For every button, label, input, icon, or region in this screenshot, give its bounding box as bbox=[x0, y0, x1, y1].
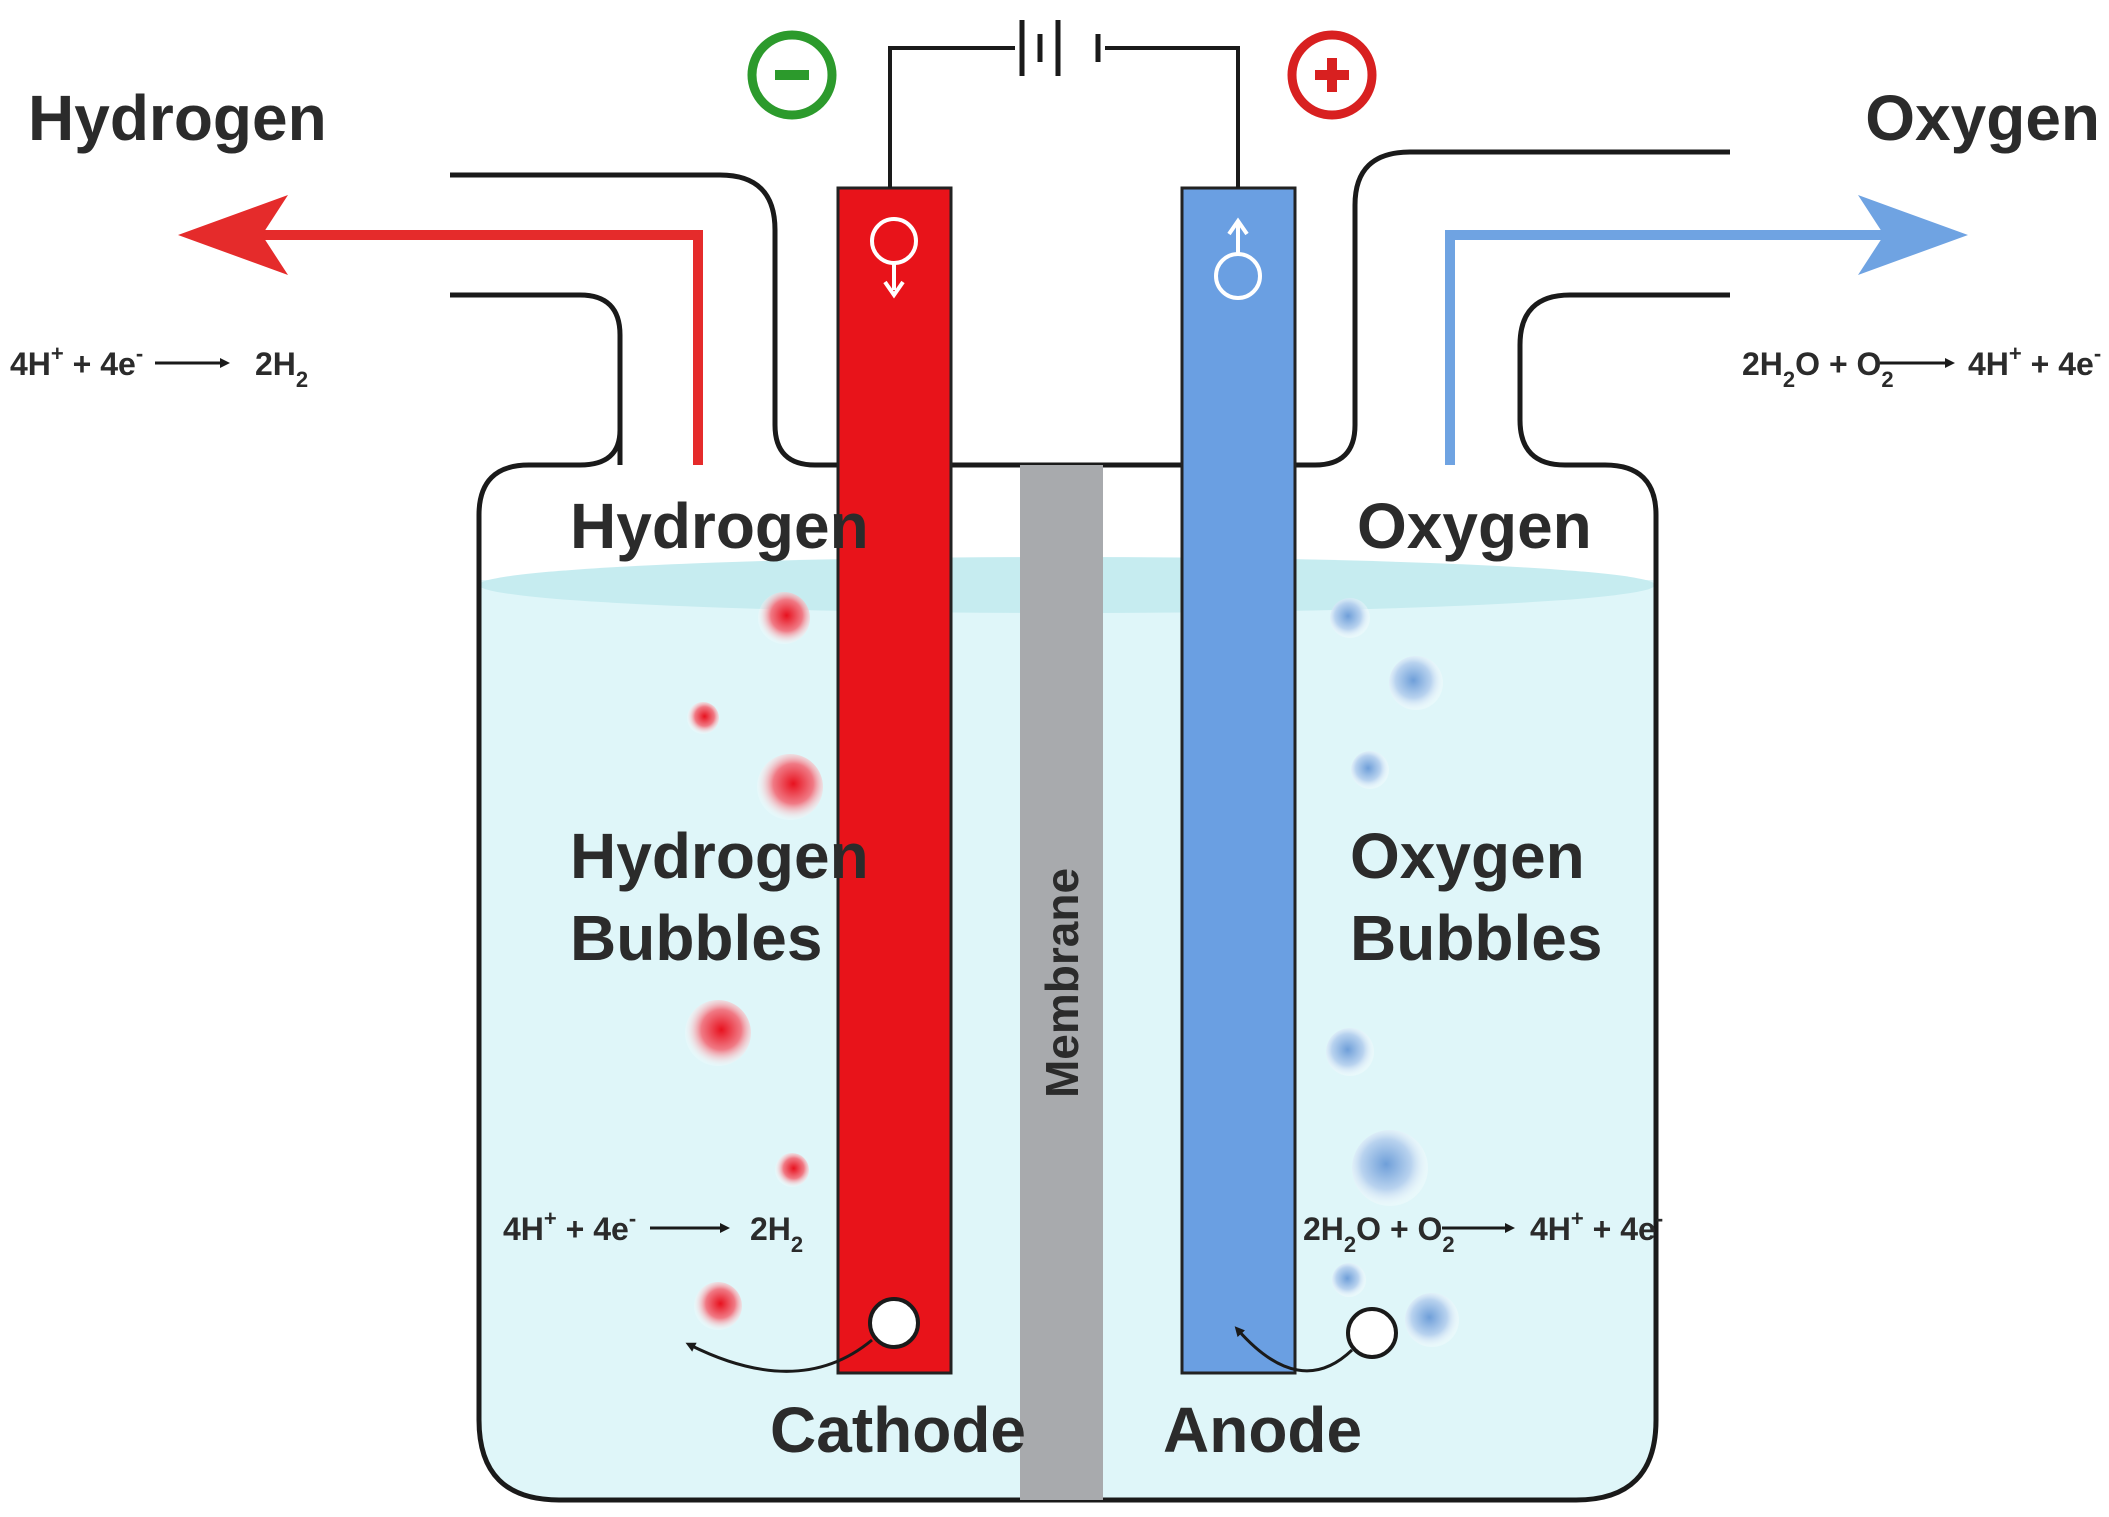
anode-electron bbox=[1346, 1307, 1398, 1359]
cathode-electron bbox=[868, 1297, 920, 1349]
membrane bbox=[1020, 465, 1103, 1500]
inside-cathode-equation: 4H+ + 4e- 2H2 bbox=[503, 1206, 803, 1257]
inside-oxygen-label: Oxygen bbox=[1357, 490, 1592, 562]
outside-anode-equation: 2H2O + O2 4H+ + 4e- bbox=[1742, 341, 2101, 392]
svg-text:2H2O + O2: 2H2O + O2 bbox=[1742, 346, 1894, 392]
female-symbol-icon bbox=[870, 217, 918, 299]
plus-terminal-icon bbox=[1287, 30, 1377, 120]
svg-text:4H+ + 4e-: 4H+ + 4e- bbox=[503, 1206, 636, 1247]
oxygen-bubbles bbox=[1326, 598, 1459, 1347]
svg-text:4H+ + 4e-: 4H+ + 4e- bbox=[10, 341, 143, 382]
hydrogen-arrowhead bbox=[178, 195, 288, 275]
circuit-wire bbox=[888, 46, 1240, 188]
oxygen-bubbles-label-1: Oxygen bbox=[1350, 820, 1585, 892]
oxygen-outlet-arrow bbox=[1445, 230, 1895, 465]
svg-text:2H2: 2H2 bbox=[255, 346, 308, 392]
cathode-electron-arrow bbox=[685, 1338, 873, 1373]
minus-terminal-icon bbox=[747, 30, 837, 120]
anode-electron-arrow bbox=[1234, 1326, 1354, 1373]
outside-hydrogen-label: Hydrogen bbox=[28, 82, 327, 154]
inside-hydrogen-label: Hydrogen bbox=[570, 490, 869, 562]
anode-label: Anode bbox=[1163, 1394, 1362, 1466]
membrane-label: Membrane bbox=[1036, 868, 1088, 1098]
hydrogen-bubbles-label-2: Bubbles bbox=[570, 902, 822, 974]
inside-anode-equation: 2H2O + O2 4H+ + 4e- bbox=[1303, 1206, 1663, 1257]
svg-text:2H2: 2H2 bbox=[750, 1211, 803, 1257]
svg-text:4H+ + 4e-: 4H+ + 4e- bbox=[1968, 341, 2101, 382]
hydrogen-outlet-arrow bbox=[250, 230, 703, 465]
outside-cathode-equation: 4H+ + 4e- 2H2 bbox=[10, 341, 308, 392]
outside-oxygen-label: Oxygen bbox=[1865, 82, 2100, 154]
cathode-electrode bbox=[836, 186, 953, 1375]
battery-icon bbox=[1019, 20, 1101, 76]
hydrogen-bubbles bbox=[685, 592, 823, 1330]
oxygen-arrowhead bbox=[1858, 195, 1968, 275]
oxygen-bubbles-label-2: Bubbles bbox=[1350, 902, 1602, 974]
male-symbol-icon bbox=[1214, 217, 1262, 300]
svg-text:4H+ + 4e-: 4H+ + 4e- bbox=[1530, 1206, 1663, 1247]
hydrogen-bubbles-label-1: Hydrogen bbox=[570, 820, 869, 892]
svg-text:2H2O + O2: 2H2O + O2 bbox=[1303, 1211, 1455, 1257]
cathode-label: Cathode bbox=[770, 1394, 1026, 1466]
anode-electrode bbox=[1180, 186, 1297, 1375]
